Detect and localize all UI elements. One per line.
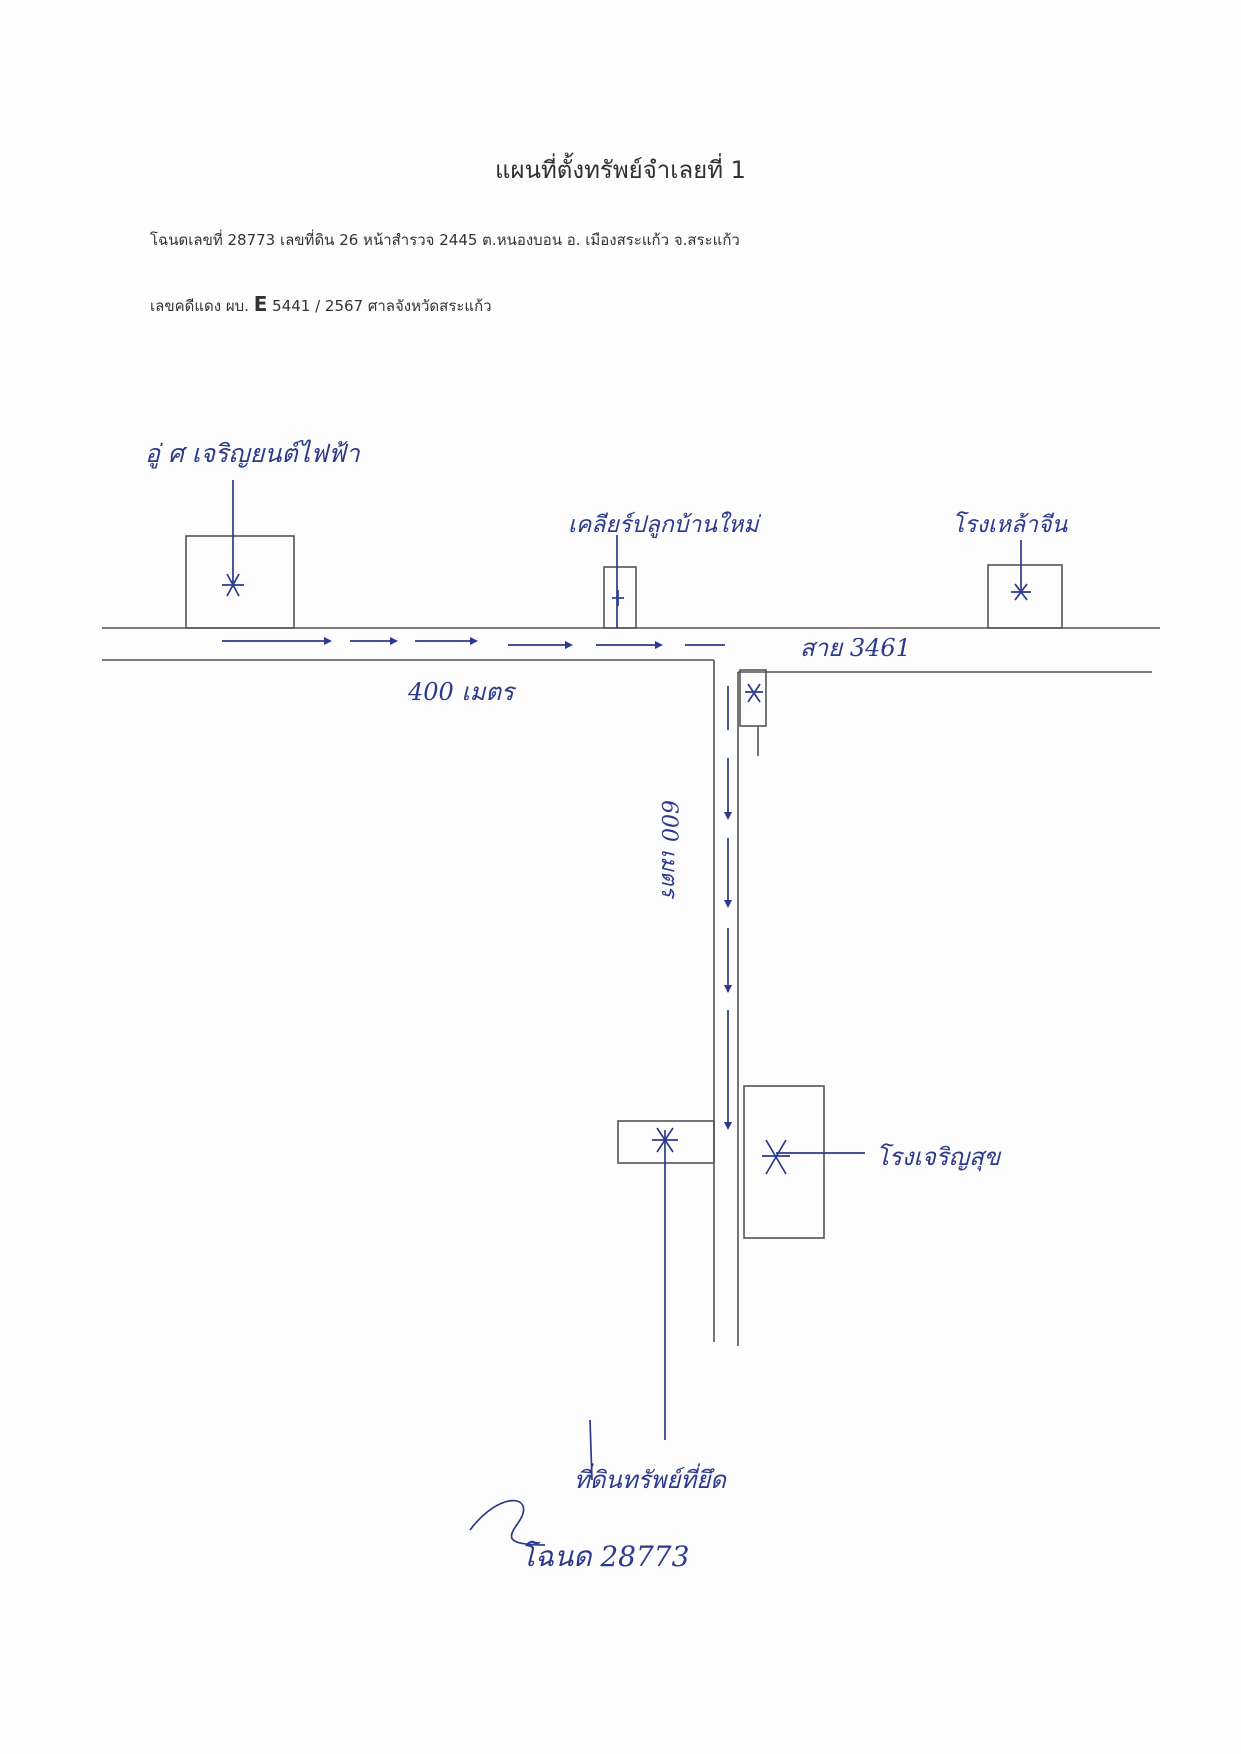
marker-star-target-plot	[652, 1127, 678, 1153]
label-road-number: สาย 3461	[800, 634, 911, 662]
label-deed-number: โฉนด 28773	[520, 1540, 689, 1573]
signature-flourish	[469, 1499, 546, 1546]
marker-star-garage	[222, 573, 244, 597]
marker-star-jaroensuk	[762, 1139, 790, 1175]
pointer-target-tail	[589, 1419, 593, 1481]
building-liquor-factory	[987, 564, 1063, 629]
case-number-line: เลขคดีแดง ผบ. E 5441 / 2567 ศาลจังหวัดสร…	[150, 292, 492, 318]
label-liquor-factory: โรงเหล้าจีน	[952, 511, 1068, 538]
building-garage	[185, 535, 295, 629]
building-jaroensuk	[743, 1085, 825, 1239]
case-e-letter: E	[253, 292, 268, 316]
label-distance-vertical: 600 เมตร	[656, 800, 681, 900]
deed-info-line: โฉนดเลขที่ 28773 เลขที่ดิน 26 หน้าสำรวจ …	[150, 231, 740, 249]
route-arrows-horizontal	[222, 640, 725, 646]
building-corner	[739, 669, 767, 727]
marker-star-corner	[745, 683, 763, 703]
label-jaroensuk: โรงเจริญสุข	[876, 1143, 1002, 1172]
marker-star-liquor-factory	[1011, 583, 1031, 601]
label-target-plot: ที่ดินทรัพย์ที่ยึด	[574, 1463, 727, 1494]
marker-star-new-house	[612, 590, 624, 606]
label-garage: อู่ ศ เจริญยนต์ไฟฟ้า	[145, 439, 361, 469]
label-distance-horizontal: 400 เมตร	[407, 678, 517, 706]
label-new-house: เคลียร์ปลูกบ้านใหม่	[568, 511, 762, 538]
case-suffix: 5441 / 2567 ศาลจังหวัดสระแก้ว	[267, 297, 492, 315]
building-target-plot	[617, 1120, 715, 1164]
document-title: แผนที่ตั้งทรัพย์จำเลยที่ 1	[495, 156, 746, 184]
case-prefix: เลขคดีแดง ผบ.	[150, 297, 249, 315]
building-new-house	[603, 566, 637, 629]
